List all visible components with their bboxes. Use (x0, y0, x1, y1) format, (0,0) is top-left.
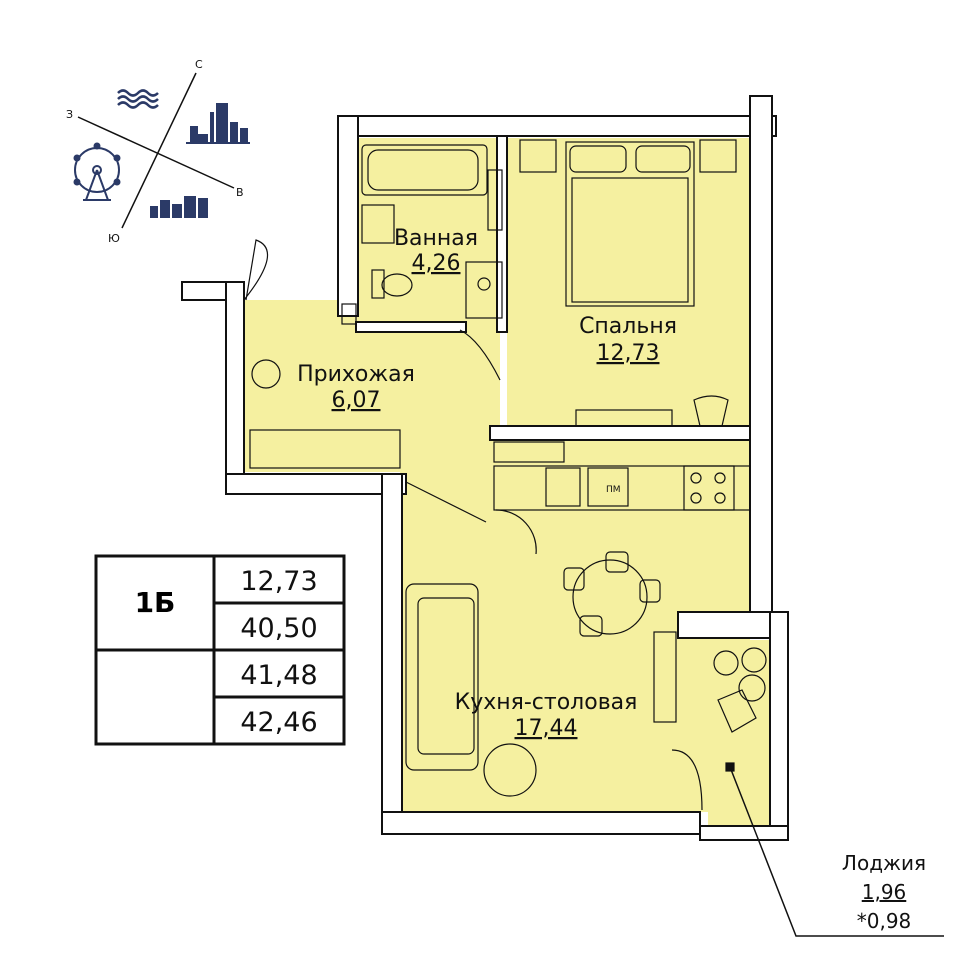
nightstand-right-icon (699, 139, 737, 173)
kitchen-furniture (405, 441, 751, 797)
loggia-reduced-area: *0,98 (857, 909, 912, 933)
bedroom-furniture (519, 139, 737, 427)
bathroom-door-icon (459, 329, 501, 381)
hob-icon (683, 465, 735, 511)
dishwasher-icon (587, 467, 629, 507)
shower-drain-icon (477, 277, 491, 291)
entrance-door-icon (243, 239, 269, 301)
kitchen-cabinet-door-icon (495, 509, 537, 555)
hallway-area: 6,07 (332, 388, 381, 413)
chair-2-icon (605, 551, 629, 573)
compass-north-label: С (195, 58, 203, 71)
burner-4-icon (714, 492, 726, 504)
hallway-furniture (243, 239, 501, 523)
area-with-loggia-reduced-value: 41,48 (240, 660, 317, 691)
summary-table: 1Б 12,73 40,50 41,48 42,46 (94, 554, 346, 746)
towel-rail-icon (487, 169, 503, 231)
bathroom-floor (357, 138, 507, 328)
bathroom-area: 4,26 (412, 251, 461, 276)
side-table-loggia-icon (738, 674, 766, 702)
sofa-seat-icon (417, 597, 475, 755)
bathroom-name: Ванная (394, 226, 478, 251)
ferris-wheel-icon (73, 142, 121, 201)
compass-south-label: Ю (108, 232, 120, 245)
loggia-name: Лоджия (842, 851, 926, 875)
armchair-bedroom-icon (693, 395, 729, 427)
loggia-area: 1,96 (862, 880, 907, 904)
sink-icon (545, 467, 581, 507)
dining-table-icon (572, 559, 648, 635)
toilet-tank-icon (371, 269, 385, 299)
coffee-table-icon (483, 743, 537, 797)
apartment-type: 1Б (135, 586, 176, 619)
room-labels: Ванная 4,26 Спальня 12,73 Прихожая 6,07 … (297, 226, 926, 933)
bedroom-area: 12,73 (597, 341, 660, 366)
nightstand-left-icon (519, 139, 557, 173)
bathtub-icon (361, 144, 488, 196)
plant-1-icon (713, 650, 739, 676)
skyline-icon (186, 103, 250, 144)
hallway-name: Прихожая (297, 362, 415, 387)
area-with-loggia-full-value: 42,46 (240, 707, 317, 738)
wardrobe-hallway-icon (249, 429, 401, 469)
pillow-left-icon (569, 145, 627, 173)
bed-icon (565, 141, 695, 307)
blanket-icon (571, 177, 689, 303)
total-area-value: 40,50 (240, 613, 317, 644)
kitchen-name: Кухня-столовая (455, 690, 638, 715)
bedroom-floor (507, 138, 750, 433)
compass: С Ю З В (66, 58, 250, 245)
burner-1-icon (690, 472, 702, 484)
tv-stand-icon (653, 631, 677, 723)
pouf-icon (251, 359, 281, 389)
bedroom-name: Спальня (579, 314, 677, 339)
compass-west-east-line (77, 116, 235, 189)
loggia-furniture (671, 647, 944, 937)
walls (181, 95, 789, 841)
compass-north-south-line (121, 72, 197, 229)
chair-1-icon (563, 567, 585, 591)
dishwasher-label: ПМ (606, 485, 621, 495)
toilet-icon (381, 273, 413, 297)
compass-east-label: В (236, 186, 244, 199)
sofa-icon (405, 583, 479, 771)
riser-icon (341, 303, 357, 325)
chair-4-icon (579, 615, 603, 637)
burner-2-icon (714, 472, 726, 484)
water-waves-icon (117, 89, 159, 109)
loggia-leader-line (729, 766, 944, 937)
loggia-door-icon (671, 749, 703, 811)
washing-machine-icon (361, 204, 395, 244)
burner-3-icon (690, 492, 702, 504)
pillow-right-icon (635, 145, 691, 173)
buildings-icon (150, 196, 208, 218)
loggia-floor (708, 640, 770, 830)
living-area-value: 12,73 (240, 566, 317, 597)
kitchen-door-icon (405, 481, 487, 523)
shower-tray-icon (465, 261, 503, 319)
plant-2-icon (741, 647, 767, 673)
bathtub-inner-icon (367, 149, 479, 191)
wardrobe-bedroom-icon (575, 409, 673, 427)
counter-top-icon (493, 441, 565, 463)
compass-west-label: З (66, 108, 73, 121)
chair-3-icon (639, 579, 661, 603)
kitchen-area: 17,44 (515, 716, 578, 741)
kitchen-counter-icon (493, 465, 751, 511)
armchair-loggia-icon (717, 689, 757, 733)
bathroom-fixtures (341, 144, 503, 325)
